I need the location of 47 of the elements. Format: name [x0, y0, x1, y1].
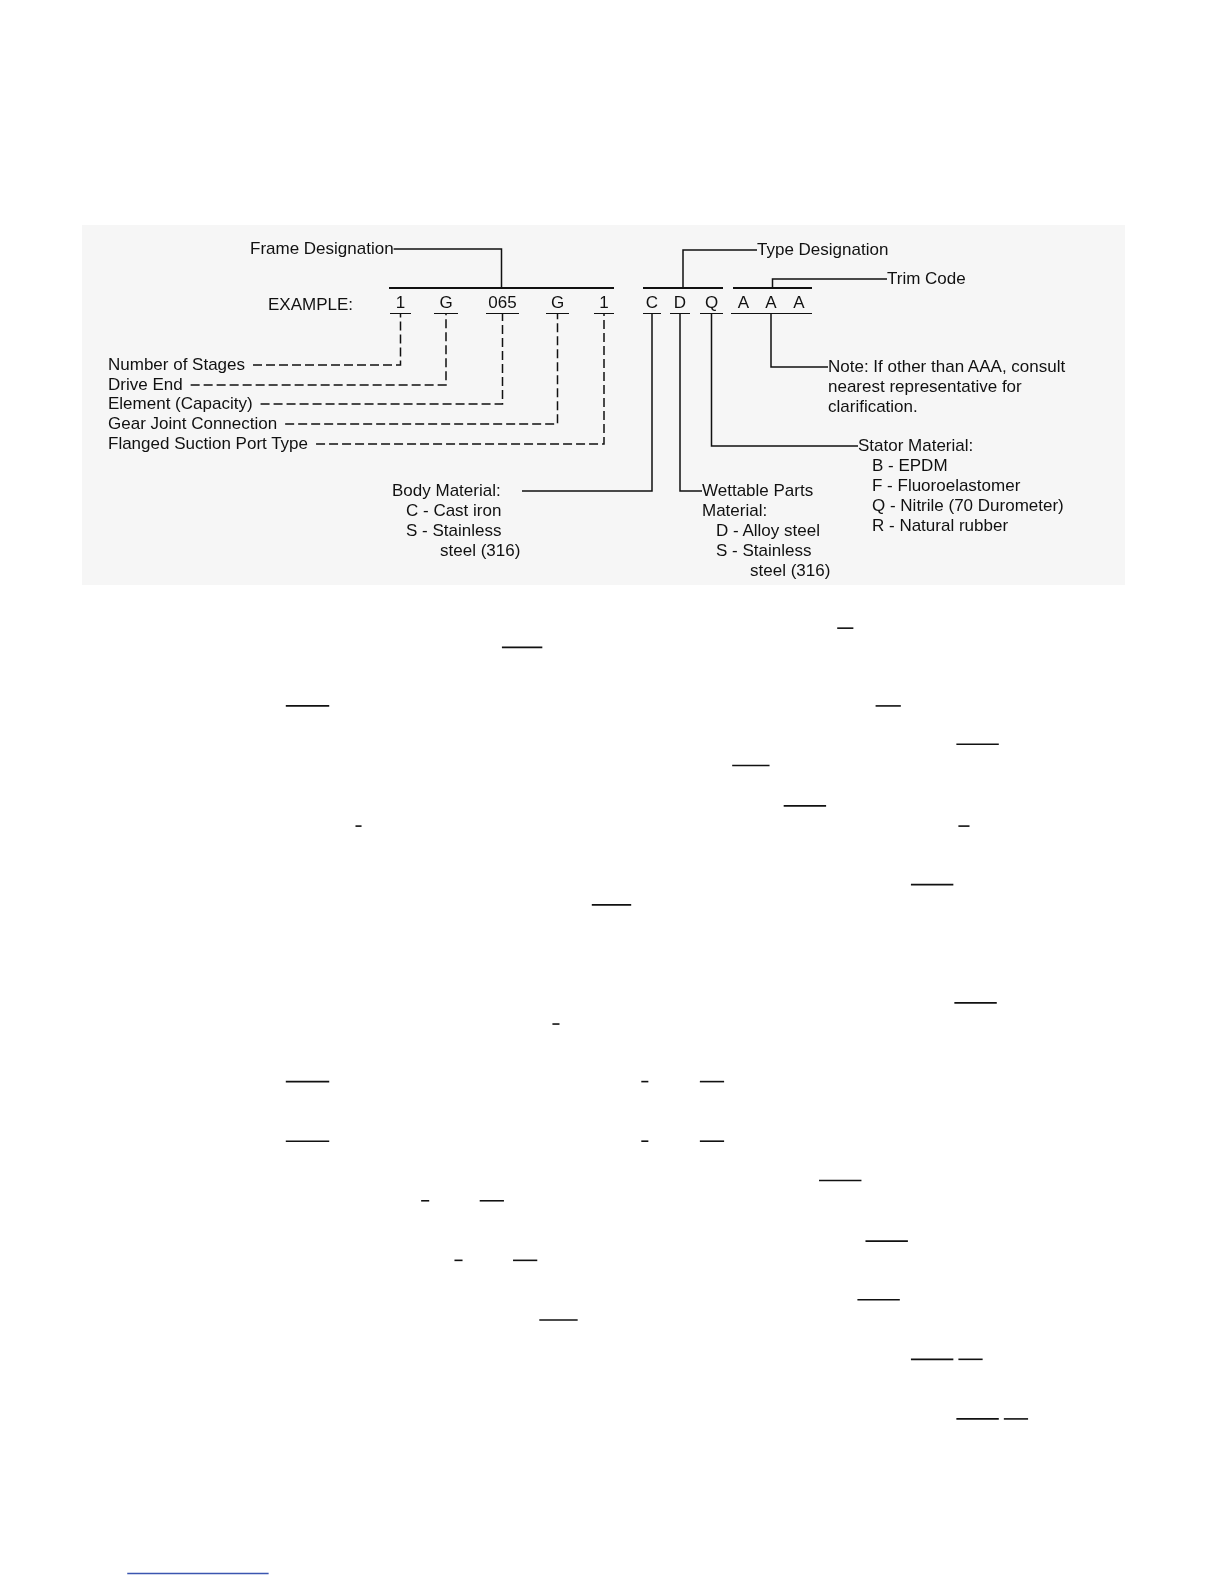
leader-line	[189, 313, 447, 386]
callout-label: Type Designation	[757, 240, 889, 260]
code-character: A	[786, 293, 812, 314]
code-character: 1	[390, 293, 411, 314]
option-item: S - Stainless steel (316)	[715, 541, 832, 581]
option-item: R - Natural rubber	[871, 516, 1010, 536]
bracket-line	[733, 287, 812, 289]
callout-label: Gear Joint Connection	[108, 414, 286, 434]
callout-label: Number of Stages	[108, 355, 253, 375]
option-item: Q - Nitrile (70 Durometer)	[871, 496, 1065, 516]
callout-label: Element (Capacity)	[108, 394, 261, 414]
callout-label: Flanged Suction Port Type	[108, 434, 317, 454]
leader-line	[710, 313, 859, 447]
leader-line	[252, 313, 402, 366]
option-item: F - Fluoroelastomer	[871, 476, 1022, 496]
leader-line	[284, 313, 559, 425]
callout-label: Drive End	[108, 375, 191, 395]
code-character: 1	[594, 293, 614, 314]
leader-line	[259, 313, 504, 405]
leader-line	[771, 278, 888, 288]
bracket-line	[643, 287, 723, 289]
code-character: G	[546, 293, 569, 314]
code-character: A	[731, 293, 756, 314]
option-heading: Wettable Parts Material:	[702, 481, 815, 521]
leader-line	[682, 249, 758, 288]
note-text: Note: If other than AAA, consult nearest representative for clarification.	[828, 357, 1068, 417]
example-label: EXAMPLE:	[268, 295, 354, 315]
code-character: G	[434, 293, 458, 314]
leader-line	[679, 313, 703, 492]
code-character: 065	[486, 293, 519, 314]
option-heading: Stator Material:	[858, 436, 975, 456]
leader-line	[392, 248, 503, 288]
code-character: Q	[700, 293, 723, 314]
bracket-line	[389, 287, 614, 289]
option-item: S - Stainless steel (316)	[405, 521, 522, 561]
option-item: D - Alloy steel	[715, 521, 821, 541]
code-character: D	[670, 293, 690, 314]
callout-label: Trim Code	[887, 269, 966, 289]
code-character: C	[643, 293, 661, 314]
leader-line	[521, 313, 653, 492]
option-item: B - EPDM	[871, 456, 949, 476]
callout-label: Frame Designation	[250, 239, 394, 259]
option-item: C - Cast iron	[405, 501, 503, 521]
leader-line	[315, 313, 605, 445]
leader-line	[770, 313, 829, 368]
option-heading: Body Material:	[392, 481, 502, 501]
code-character: A	[756, 293, 786, 314]
